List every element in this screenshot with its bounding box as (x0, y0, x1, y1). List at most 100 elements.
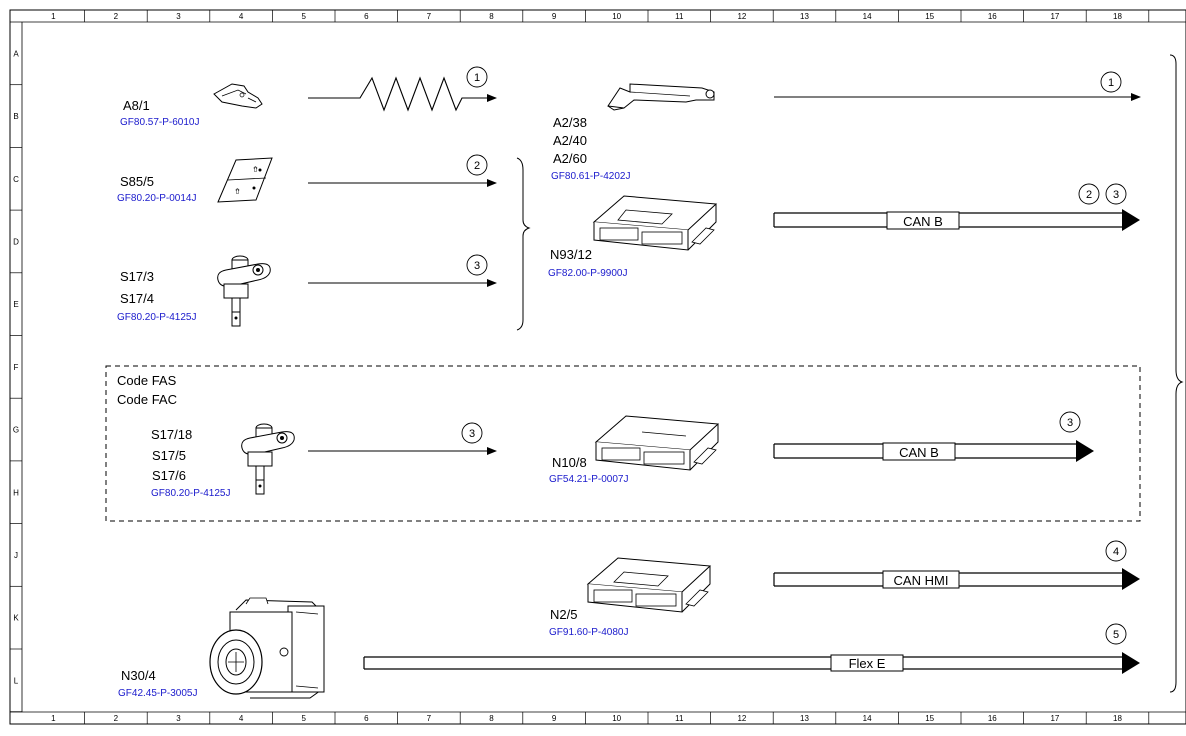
row-letter: B (13, 112, 18, 121)
n10-8-ref: GF54.21-P-0007J (549, 474, 629, 485)
n2-5-label: N2/5 (550, 607, 577, 622)
column-number-top: 7 (427, 12, 432, 21)
column-number-bottom: 7 (427, 714, 432, 723)
s17-18-ref: GF80.20-P-4125J (151, 488, 231, 499)
row-letter: L (14, 676, 19, 685)
column-number-bottom: 9 (552, 714, 557, 723)
a2-60-label: A2/60 (553, 151, 587, 166)
can-b-bus-arrow-option (773, 440, 1094, 462)
row-letter: D (13, 237, 19, 246)
door-contact-switch-option-icon (241, 423, 295, 495)
flex-e-bus-label: Flex E (849, 656, 886, 671)
svg-text:⇮: ⇮ (252, 165, 259, 174)
row-letter: J (14, 551, 18, 560)
n10-8-signal-circle (1059, 411, 1081, 433)
s17-3-label: S17/3 (120, 269, 154, 284)
control-unit-option-icon (594, 415, 720, 471)
n10-8-signal-number: 3 (1067, 417, 1073, 429)
input-brace (516, 157, 531, 331)
n30-4-signal-circle (1105, 623, 1127, 645)
column-number-top: 3 (176, 12, 181, 21)
column-number-top: 15 (925, 12, 934, 21)
row-letter: E (13, 300, 18, 309)
n30-4-signal-number: 5 (1113, 629, 1119, 641)
a8-1-label: A8/1 (123, 98, 150, 113)
s17-5-label: S17/5 (152, 448, 186, 463)
code-fas-label: Code FAS (117, 373, 177, 388)
n93-12-ref: GF82.00-P-9900J (548, 268, 628, 279)
s17-6-label: S17/6 (152, 468, 186, 483)
esp-hydraulic-unit-icon (209, 597, 325, 699)
column-number-top: 9 (552, 12, 557, 21)
a2-40-label: A2/40 (553, 133, 587, 148)
column-number-top: 14 (863, 12, 872, 21)
column-number-bottom: 13 (800, 714, 809, 723)
row-letter: A (13, 49, 19, 58)
column-number-top: 13 (800, 12, 809, 21)
signal-1-circle (466, 66, 488, 88)
s17-3-ref: GF80.20-P-4125J (117, 312, 197, 323)
column-number-bottom: 15 (925, 714, 934, 723)
column-number-top: 4 (239, 12, 244, 21)
option-signal-3-number: 3 (469, 428, 475, 440)
n30-4-ref: GF42.45-P-3005J (118, 688, 198, 699)
s17-4-label: S17/4 (120, 291, 154, 306)
column-number-bottom: 17 (1050, 714, 1059, 723)
signal-3-number: 3 (474, 260, 480, 272)
column-number-top: 11 (675, 12, 684, 21)
column-number-bottom: 3 (176, 714, 181, 723)
column-number-bottom: 8 (489, 714, 494, 723)
column-number-top: 18 (1113, 12, 1122, 21)
s85-5-ref: GF80.20-P-0014J (117, 193, 197, 204)
column-number-top: 12 (737, 12, 746, 21)
n30-4-label: N30/4 (121, 668, 156, 683)
a2-38-label: A2/38 (553, 115, 587, 130)
column-number-top: 5 (301, 12, 306, 21)
row-letter: G (13, 426, 19, 435)
column-number-bottom: 1 (51, 714, 56, 723)
column-number-top: 2 (114, 12, 119, 21)
n2-5-signal-number: 4 (1113, 546, 1119, 558)
signal-2-number: 2 (474, 160, 480, 172)
transmitter-key-icon (213, 83, 263, 109)
svg-text:⇮: ⇮ (234, 187, 241, 196)
door-contact-switch-icon (217, 255, 271, 327)
n2-5-ref: GF91.60-P-4080J (549, 627, 629, 638)
can-hmi-bus-label: CAN HMI (894, 573, 949, 588)
antenna-module-icon (607, 83, 715, 111)
column-number-top: 1 (51, 12, 56, 21)
column-number-bottom: 4 (239, 714, 244, 723)
a8-1-ref: GF80.57-P-6010J (120, 117, 200, 128)
column-number-top: 10 (612, 12, 621, 21)
column-number-bottom: 12 (737, 714, 746, 723)
column-number-bottom: 10 (612, 714, 621, 723)
n93-12-label: N93/12 (550, 247, 592, 262)
signal-1-number: 1 (474, 72, 480, 84)
n2-5-signal-circle (1105, 540, 1127, 562)
s17-18-label: S17/18 (151, 427, 192, 442)
row-letter: C (13, 175, 19, 184)
n93-signal-3-circle (1105, 183, 1127, 205)
column-number-bottom: 14 (863, 714, 872, 723)
row-ruler-left: A B C D E F G H J K L (10, 49, 22, 713)
row-letter: K (13, 614, 19, 623)
flex-e-bus-arrow (363, 652, 1140, 674)
control-unit-n2-5-icon (586, 557, 712, 613)
option-signal-3-circle (461, 422, 483, 444)
n93-signal-2-number: 2 (1086, 189, 1092, 201)
a2-signal-1-circle (1100, 71, 1122, 93)
system-brace (1169, 54, 1184, 693)
column-number-bottom: 5 (301, 714, 306, 723)
row-letter: F (14, 363, 19, 372)
option-group-box (105, 365, 1141, 522)
column-number-bottom: 2 (114, 714, 119, 723)
column-number-top: 8 (489, 12, 494, 21)
a2-signal-1-number: 1 (1108, 77, 1114, 89)
can-b-bus-arrow-top (773, 209, 1140, 231)
row-letter: H (13, 488, 19, 497)
a2-ref: GF80.61-P-4202J (551, 171, 631, 182)
can-b-bus-label-top: CAN B (903, 214, 943, 229)
